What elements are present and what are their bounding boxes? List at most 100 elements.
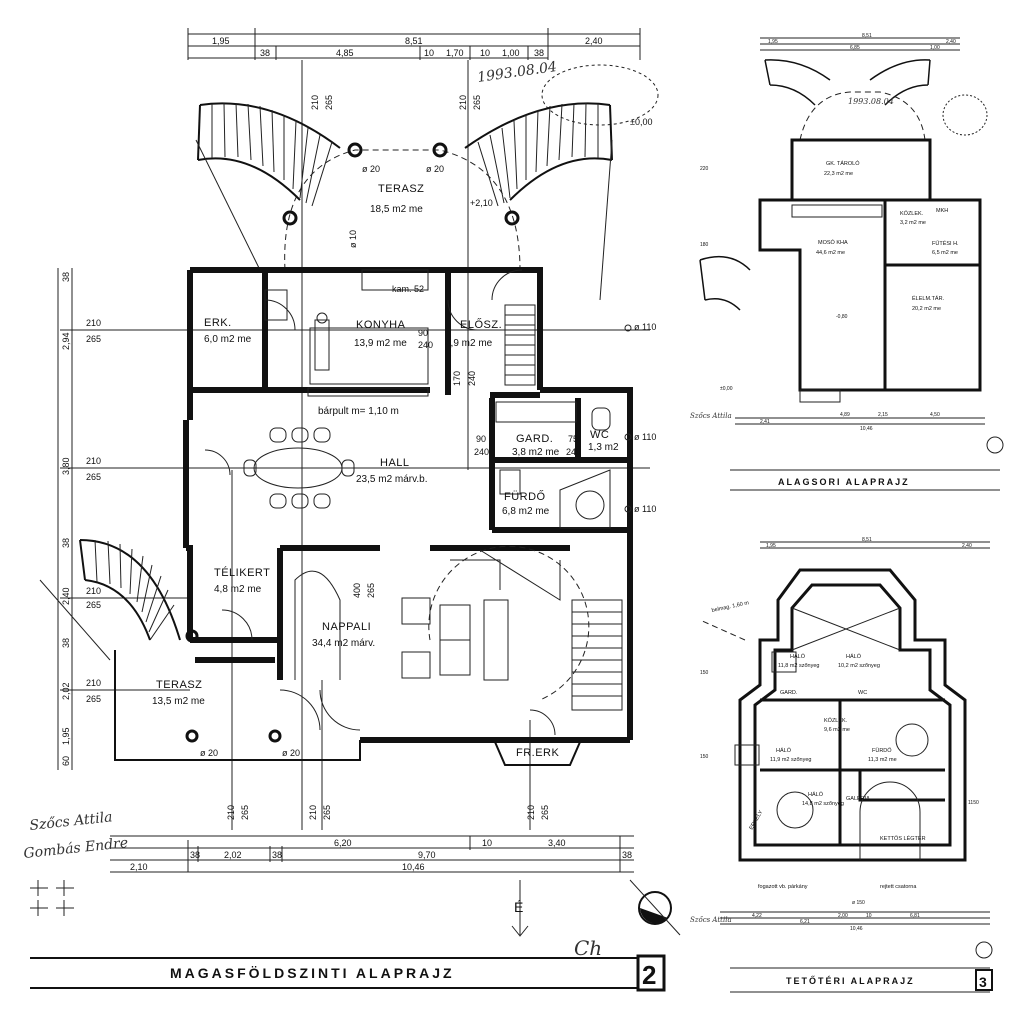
dim-75: 75: [568, 434, 578, 444]
ldim-1-95: 1,95: [61, 727, 71, 745]
b-bdim-4-50: 4,50: [930, 412, 940, 418]
b-area-futesi: 6,5 m2 me: [932, 250, 958, 256]
a-room-halo-1: HÁLÓ: [790, 653, 806, 660]
op-dim-210-a: 210: [86, 318, 101, 328]
bdim-3-40: 3,40: [548, 838, 566, 848]
room-furdo: FÜRDŐ: [504, 489, 546, 503]
a-dim-150-a: 150: [700, 670, 709, 676]
room-wc: WC: [590, 429, 609, 441]
room-labels: ERK. 6,0 m2 me KONYHA 13,9 m2 me ELŐSZ. …: [152, 317, 619, 759]
op-dim-210-i: 210: [526, 805, 536, 820]
op-dim-210-c: 210: [86, 586, 101, 596]
approval-marks: [30, 880, 74, 916]
op-dim-210-f: 210: [458, 95, 468, 110]
ldim-38a: 38: [61, 272, 71, 282]
attic-plan: 1,95 8,51 2,40 HÁLÓ 11,8 m2 szőnyeg HÁLÓ…: [690, 537, 993, 993]
ground-plan-title: MAGASFÖLDSZINTI ALAPRAJZ: [170, 965, 455, 981]
dim-2-40: 2,40: [585, 36, 603, 46]
dim-38: 38: [260, 48, 270, 58]
ground-initials: Ch: [574, 936, 602, 960]
top-dimension-chain: 1,95 8,51 2,40 38 4,85 10 1,70 10 1,00 3…: [187, 28, 641, 60]
op-dim-210-b: 210: [86, 456, 101, 466]
area-terasz-lower: 13,5 m2 me: [152, 696, 205, 707]
b-signature: Szőcs Attila: [690, 411, 732, 420]
a-room-gard: GARD.: [780, 690, 798, 696]
win-phi110-c: ø 110: [634, 504, 656, 514]
col-phi20-b: ø 20: [426, 164, 444, 174]
terrace-columns: [282, 142, 520, 226]
room-terasz-upper: TERASZ: [378, 183, 424, 195]
dim-265: 265: [366, 583, 376, 598]
a-area-kozlek: 9,6 m2 me: [824, 727, 850, 733]
dim-1-95: 1,95: [212, 36, 230, 46]
win-phi110-a: ø 110: [634, 322, 656, 332]
op-dim-210-e: 210: [310, 95, 320, 110]
b-bdim-4-89: 4,89: [840, 412, 850, 418]
bar-counter-label: bárpult m= 1,10 m: [318, 406, 399, 417]
lcol-phi20-a: ø 20: [200, 748, 218, 758]
area-telikert: 4,8 m2 me: [214, 584, 262, 595]
living-furniture: [294, 545, 590, 701]
area-konyha: 13,9 m2 me: [354, 338, 407, 349]
a-area-furdo: 11,3 m2 me: [868, 757, 897, 763]
kamra-label: kam. 52: [392, 284, 424, 294]
dining-table: [243, 427, 355, 509]
b-bdim-2-41: 2,41: [760, 419, 770, 425]
ground-sheet-no: 2: [642, 960, 656, 990]
main-stair: [450, 304, 623, 711]
b-stamp: 1993.08.04: [848, 97, 894, 106]
dim-240d: 240: [566, 447, 581, 457]
b-area-kozlek: 3,2 m2 me: [900, 220, 926, 226]
right-stair-treads: [477, 102, 599, 207]
a-area-halo-3: 11,9 m2 szőnyeg: [770, 757, 811, 763]
a-dim-8-51: 8,51: [862, 537, 872, 543]
b-room-elelm: ÉLELM.TÁR.: [912, 295, 945, 302]
dim-170: 170: [452, 371, 462, 386]
dim-4-85: 4,85: [336, 48, 354, 58]
a-dim-150-b: 150: [700, 754, 709, 760]
op-dim-265-i: 265: [540, 805, 550, 820]
b-dim-6-85: 6,85: [850, 45, 860, 51]
b-level-minus080: -0,80: [836, 314, 848, 320]
area-hall: 23,5 m2 márv.b.: [356, 474, 428, 485]
a-area-halo-2: 10,2 m2 szőnyeg: [838, 663, 880, 669]
b-dim-8-51: 8,51: [862, 33, 872, 39]
dim-8-51: 8,51: [405, 36, 423, 46]
op-dim-210-g: 210: [226, 805, 236, 820]
op-dim-265-g: 265: [240, 805, 250, 820]
dim-1-00: 1,00: [502, 48, 520, 58]
dim-90: 90: [418, 328, 428, 338]
upper-terrace: ø 20 ø 20 +2,10 ±0,00 TERASZ 18,5 m2 me …: [195, 102, 652, 301]
b-area-gk-tarolo: 22,3 m2 me: [824, 171, 853, 177]
room-gard: GARD.: [516, 433, 553, 445]
a-room-galeria: GALÉRIA: [846, 795, 870, 802]
op-dim-265-b: 265: [86, 472, 101, 482]
bdim-10-46: 10,46: [402, 862, 425, 872]
ldim-38b: 38: [61, 538, 71, 548]
signature-2: Gombás Endre: [23, 835, 129, 862]
op-dim-265-e: 265: [324, 95, 334, 110]
attic-sheet-no: 3: [979, 974, 987, 990]
north-label: É: [514, 899, 523, 915]
ground-level: ±0,00: [630, 117, 652, 127]
op-dim-265-a: 265: [86, 334, 101, 344]
a-dim-1-95: 1,95: [766, 543, 776, 549]
terrace-level: +2,10: [470, 198, 493, 208]
b-bdim-2-15: 2,15: [878, 412, 888, 418]
a-area-halo-1: 11,8 m2 szőnyeg: [778, 663, 819, 669]
basement-plan: 1,95 8,51 2,40 6,85 1,00 1993.08.04 GK. …: [690, 33, 1004, 491]
bathroom-fixtures: [495, 401, 611, 529]
dim-10: 10: [424, 48, 434, 58]
outer-walls: [114, 267, 633, 761]
a-belmag: belmag. 1,60 m: [711, 600, 750, 614]
a-kettos-legter: KETTŐS LÉGTÉR: [880, 835, 926, 842]
room-konyha: KONYHA: [356, 319, 406, 331]
a-dim-1150: 1150: [968, 800, 979, 806]
bdim-2-02: 2,02: [224, 850, 242, 860]
a-fogazott: fogazott vb. párkány: [758, 884, 808, 890]
a-dim-2-40: 2,40: [962, 543, 972, 549]
area-wc: 1,3 m2: [588, 442, 619, 453]
ground-title-block: MAGASFÖLDSZINTI ALAPRAJZ 2 Ch: [30, 936, 666, 992]
a-signature: Szőcs Attila: [690, 915, 732, 924]
